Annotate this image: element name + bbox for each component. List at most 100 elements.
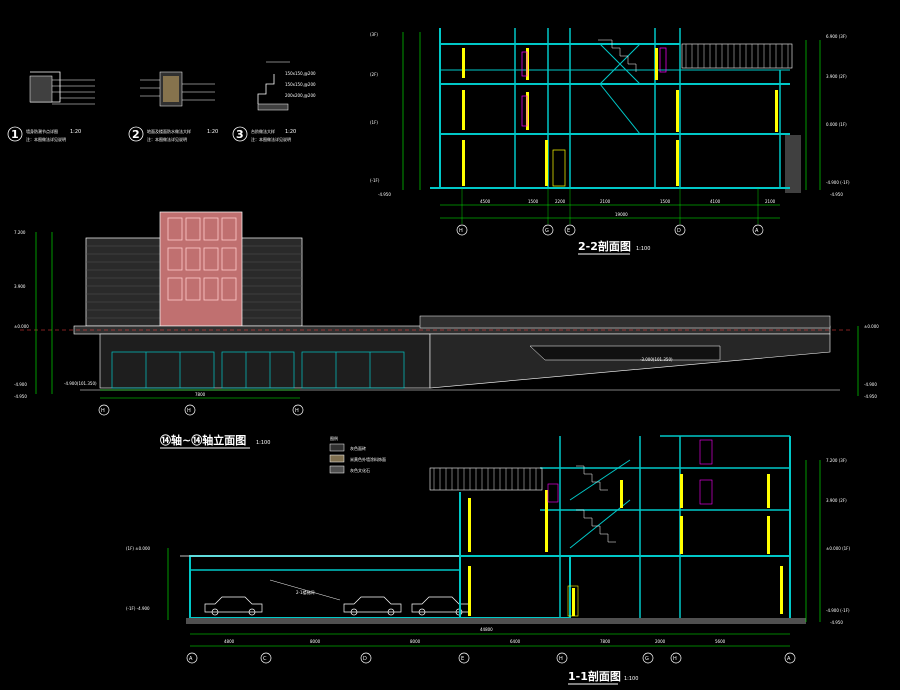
elevation: 7.200 3.900 ±0.000 -4.900 -4.950 ±0.000 … <box>14 211 879 449</box>
detail-1-note: 注：本图做法详见说明 <box>26 136 66 142</box>
elev-span-dim: 7800 <box>195 392 206 397</box>
elev-level-right-2: -4.900 <box>864 382 877 387</box>
car-1 <box>204 596 263 616</box>
s11-dim-5: 7800 <box>600 639 611 644</box>
section-1-1: 图例 灰色面砖 米黄色外墙涂料饰面 灰色文化石 2-1楼梯间 <box>126 435 850 685</box>
s22-level-right-3f: 6.900 (3F) <box>826 34 847 39</box>
detail-3-label-3: 200x200,@200 <box>285 93 316 98</box>
s22-dim-4: 2100 <box>600 199 611 204</box>
detail-3: 150x150,@200 150x150,@200 200x200,@200 3… <box>232 61 316 142</box>
detail-2-note: 注：本图做法详见说明 <box>147 136 187 142</box>
s11-level-right-3f: 7.200 (3F) <box>826 458 847 463</box>
roof-hatch <box>681 43 793 69</box>
section-2-2: (3F) (2F) (1F) (-1F) -4.950 6.900 (3F) 3… <box>370 28 850 255</box>
s22-dim-6: 4100 <box>710 199 721 204</box>
s11-dim-2: 8000 <box>310 639 321 644</box>
s11-level-left-b1: (-1F) -4.900 <box>126 606 150 611</box>
s11-axis-7: H <box>673 656 677 662</box>
detail-2-title: 地面及楼面防水做法大样 <box>147 128 191 134</box>
s22-dim-1: 4500 <box>480 199 491 204</box>
s22-level-right-base: -4.950 <box>830 192 843 197</box>
s11-total-dim: 44800 <box>480 627 493 632</box>
elev-axis-bubbles: 7800 H H H <box>98 389 304 416</box>
s11-level-left-1f: (1F) ±0.000 <box>126 546 150 551</box>
detail-2: 2 地面及楼面防水做法大样 1:20 注：本图做法详见说明 <box>128 71 218 142</box>
elev-title: ⑭轴~⑭轴立面图 <box>160 433 246 447</box>
s22-scale: 1:100 <box>636 246 650 252</box>
s11-dim-6: 2000 <box>655 639 666 644</box>
s22-level-left-b1: (-1F) <box>370 178 380 183</box>
detail-1: 1 墙身防潮节点详图 1:20 注：本图做法详见说明 <box>7 71 95 142</box>
s22-axis-4: D <box>677 228 681 234</box>
elev-level-left-1: 7.200 <box>14 230 26 235</box>
elev-level-left-5: -4.950 <box>14 394 27 399</box>
legend-item-3: 灰色文化石 <box>350 467 370 473</box>
detail-3-number: 3 <box>236 128 244 141</box>
s22-dim-2: 1500 <box>528 199 539 204</box>
s22-axis-bubbles: H G E D A <box>456 188 764 236</box>
s22-total-dim: 19000 <box>615 212 628 217</box>
detail-2-scale: 1:20 <box>207 129 218 135</box>
s11-axis-bubbles: A C D E H G H A <box>186 652 796 664</box>
elev-axis-1: H <box>101 408 105 414</box>
s22-level-right-1f: 0.000 (1F) <box>826 122 847 127</box>
s22-axis-2: G <box>545 228 549 234</box>
s22-level-left-1f: (1F) <box>370 120 378 125</box>
s11-level-right-base: -4.950 <box>830 620 843 625</box>
s22-level-right-b1: -4.900 (-1F) <box>826 180 850 185</box>
s11-axis-5: H <box>559 656 563 662</box>
s11-axis-8: A <box>787 656 791 662</box>
s11-axis-6: G <box>645 656 649 662</box>
s22-level-left-base: -4.950 <box>378 192 391 197</box>
s11-level-right-2f: 3.900 (2F) <box>826 498 847 503</box>
detail-1-scale: 1:20 <box>70 129 81 135</box>
elev-axis-3: H <box>295 408 299 414</box>
s11-dim-3: 8000 <box>410 639 421 644</box>
s22-level-right-2f: 3.900 (2F) <box>826 74 847 79</box>
s22-axis-3: E <box>567 228 570 234</box>
detail-3-title: 台阶做法大样 <box>251 128 275 134</box>
s22-level-left-2f: (2F) <box>370 72 378 77</box>
detail-3-label-1: 150x150,@200 <box>285 71 316 76</box>
s22-axis-1: H <box>459 228 463 234</box>
s22-dim-7: 2100 <box>765 199 776 204</box>
elev-level-left-2: 3.900 <box>14 284 26 289</box>
s11-axis-1: A <box>189 656 193 662</box>
s11-axis-3: D <box>363 656 367 662</box>
detail-3-note: 注：本图做法详见说明 <box>251 136 291 142</box>
s11-title: 1-1剖面图 <box>568 669 621 683</box>
s11-dim-1: 4800 <box>224 639 235 644</box>
elev-level-right-1: ±0.000 <box>864 324 879 329</box>
s11-axis-4: E <box>461 656 464 662</box>
detail-3-label-2: 150x150,@200 <box>285 82 316 87</box>
detail-2-number: 2 <box>132 128 140 141</box>
canopy-hatch <box>429 467 543 491</box>
elev-label-1: -4.900(101.350) <box>64 381 97 386</box>
elev-scale: 1:100 <box>256 440 270 446</box>
legend-head: 图例 <box>330 435 338 441</box>
legend-item-2: 米黄色外墙涂料饰面 <box>350 456 386 462</box>
s11-scale: 1:100 <box>624 676 638 682</box>
elev-level-left-4: -4.900 <box>14 382 27 387</box>
s22-axis-5: A <box>755 228 759 234</box>
legend: 图例 灰色面砖 米黄色外墙涂料饰面 灰色文化石 <box>329 435 386 474</box>
s11-axis-2: C <box>263 656 267 662</box>
s11-level-right-1f: ±0.000 (1F) <box>826 546 850 551</box>
elev-label-2: -3.000(101.350) <box>640 357 673 362</box>
s11-dim-7: 5600 <box>715 639 726 644</box>
s22-dim-3: 2200 <box>555 199 566 204</box>
s11-ramp-label: 2-1楼梯间 <box>296 589 315 595</box>
s22-dim-5: 1500 <box>660 199 671 204</box>
s22-title: 2-2剖面图 <box>578 239 631 253</box>
detail-3-scale: 1:20 <box>285 129 296 135</box>
elev-level-right-3: -4.950 <box>864 394 877 399</box>
elev-axis-2: H <box>187 408 191 414</box>
s22-level-left-3f: (3F) <box>370 32 378 37</box>
detail-1-title: 墙身防潮节点详图 <box>26 128 58 134</box>
elev-level-left-3: ±0.000 <box>14 324 29 329</box>
s11-level-right-b1: -4.900 (-1F) <box>826 608 850 613</box>
car-2 <box>343 596 402 616</box>
detail-1-number: 1 <box>11 128 19 141</box>
